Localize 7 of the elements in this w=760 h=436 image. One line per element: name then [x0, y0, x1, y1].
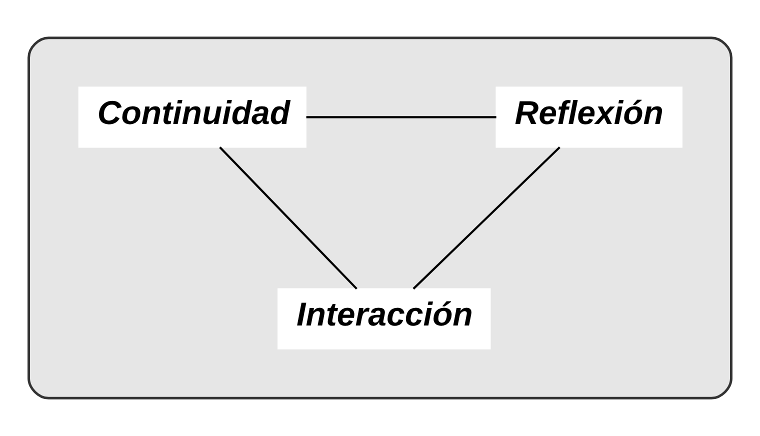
node-box: Interacción: [278, 288, 491, 350]
node-box: Continuidad: [78, 86, 306, 148]
cluster: [28, 36, 732, 400]
connector: [306, 116, 496, 118]
connector: [412, 146, 560, 290]
connector: [219, 146, 358, 290]
node-box: Reflexión: [496, 86, 682, 148]
